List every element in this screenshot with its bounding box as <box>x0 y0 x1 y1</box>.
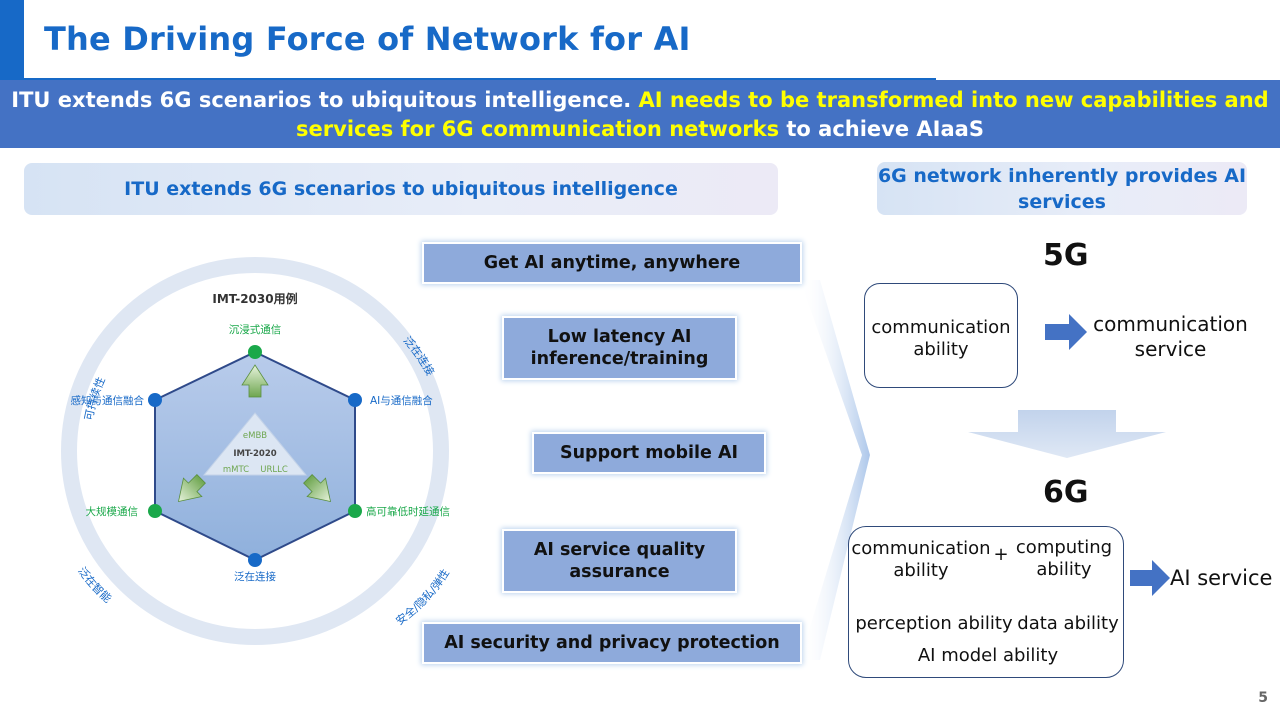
vertex-upper-right <box>348 393 362 407</box>
capability-box: Support mobile AI <box>534 434 764 472</box>
5g-communication-ability: communication ability <box>871 317 1011 360</box>
vertex-label-upper-right: AI与通信融合 <box>370 394 433 407</box>
outer-ring <box>61 257 449 645</box>
page-title: The Driving Force of Network for AI <box>44 20 691 58</box>
capability-box: Low latency AI inference/training <box>504 318 735 378</box>
title-underline <box>0 78 936 80</box>
capability-box: AI service quality assurance <box>504 531 735 591</box>
banner-text-3: to achieve AIaaS <box>786 117 984 141</box>
arrow-right-icon <box>1130 560 1170 596</box>
label-5g: 5G <box>1043 238 1089 273</box>
title-accent-bar <box>0 0 24 78</box>
vertex-label-upper-left: 感知与通信融合 <box>71 394 145 407</box>
vertex-label-top: 沉浸式通信 <box>229 323 282 336</box>
vertex-label-lower-left: 大规模通信 <box>86 505 139 518</box>
6g-computing-ability: computing ability <box>1015 537 1113 580</box>
vertex-label-lower-right: 高可靠低时延通信 <box>366 505 450 518</box>
core-label-urllc: URLLC <box>260 465 288 475</box>
arrow-down-right-icon <box>303 474 332 503</box>
imt2020-triangle <box>202 412 308 476</box>
vertex-bottom <box>248 553 262 567</box>
banner-highlight: AI needs to be transformed into new capa… <box>296 88 1269 141</box>
left-section-heading: ITU extends 6G scenarios to ubiquitous i… <box>24 163 778 215</box>
right-section-heading: 6G network inherently provides AI servic… <box>877 162 1247 215</box>
6g-ai-model-ability: AI model ability <box>917 645 1059 666</box>
funnel-chevron-icon <box>800 280 870 660</box>
label-6g: 6G <box>1043 475 1089 510</box>
6g-data-ability: data ability <box>1017 613 1119 634</box>
vertex-top <box>248 345 262 359</box>
5g-ability-box <box>864 283 1018 388</box>
capability-box: Get AI anytime, anywhere <box>424 244 800 282</box>
arrow-down-left-icon <box>177 474 206 503</box>
6g-perception-ability: perception ability <box>855 613 1013 634</box>
6g-communication-ability: communication ability <box>851 538 991 581</box>
core-label-mmtc: mMTC <box>223 465 249 475</box>
vertex-upper-left <box>148 393 162 407</box>
vertex-label-bottom: 泛在连接 <box>234 570 276 583</box>
vertex-lower-right <box>348 504 362 518</box>
imt2030-diagram: IMT-2030用例 沉浸式通信 AI与通信融合 高可靠低时延通信 泛在连接 大… <box>61 257 452 645</box>
arrow-right-icon <box>1045 314 1087 350</box>
capability-box: AI security and privacy protection <box>424 624 800 662</box>
6g-ai-service: AI service <box>1170 566 1273 590</box>
banner-text-1: ITU extends 6G scenarios to ubiquitous i… <box>11 88 632 112</box>
core-label-imt2020: IMT-2020 <box>233 449 276 459</box>
core-label-embb: eMBB <box>243 431 267 441</box>
6g-ability-box <box>848 526 1124 678</box>
vertex-lower-left <box>148 504 162 518</box>
page-number: 5 <box>1258 690 1268 706</box>
plus-sign: + <box>993 544 1009 565</box>
headline-banner: ITU extends 6G scenarios to ubiquitous i… <box>0 80 1280 148</box>
arrow-down-icon <box>968 410 1166 458</box>
diagram-title: IMT-2030用例 <box>212 291 297 306</box>
arrow-up-icon <box>241 364 269 398</box>
5g-communication-service: communication service <box>1093 312 1248 361</box>
